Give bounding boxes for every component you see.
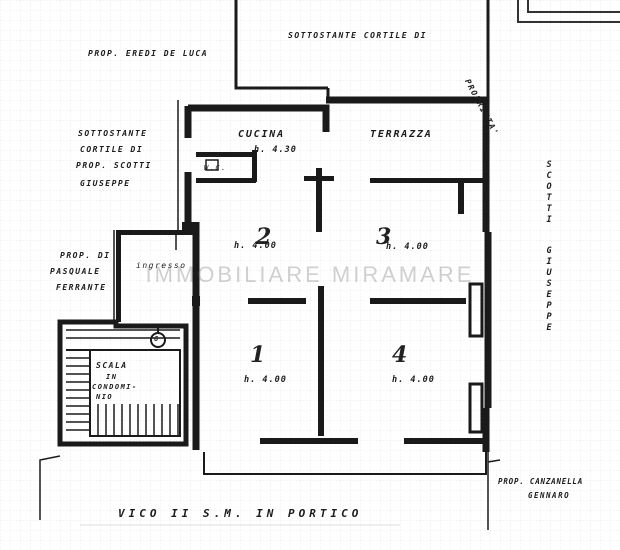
label-gennaro: GENNARO: [528, 491, 571, 500]
label-cortile-di: CORTILE DI: [80, 145, 144, 154]
room-height-1: h. 4.00: [244, 375, 287, 385]
label-pasquale: PASQUALE: [50, 267, 101, 276]
partitions: [116, 150, 486, 444]
right-plot-line: [487, 444, 501, 530]
room-number-1: 1: [250, 342, 267, 368]
bottom-perimeter: [203, 452, 487, 475]
door-marker-label: 6: [154, 335, 160, 343]
room-height-4: h. 4.00: [392, 375, 435, 385]
room-number-3: 3: [376, 224, 393, 250]
room-height-cucina: h. 4.30: [254, 145, 297, 155]
left-plot-lines: [39, 100, 179, 520]
walls: [184, 96, 492, 452]
room-label-wc: W.C.: [204, 164, 227, 172]
label-prop-di: PROP. DI: [60, 251, 111, 260]
label-prop-scotti: PROP. SCOTTI: [76, 161, 152, 170]
stair-label-scala: SCALA: [96, 361, 128, 370]
street-name: VICO II S.M. IN PORTICO: [118, 507, 363, 520]
room-number-2: 2: [256, 224, 273, 250]
stair-label-condominio: CONDOMI-: [92, 383, 138, 391]
room-number-4: 4: [392, 342, 409, 368]
room-label-cucina: CUCINA: [238, 129, 285, 140]
label-eredi-de-luca: PROP. EREDI DE LUCA: [88, 49, 209, 58]
label-courtyard-top: SOTTOSTANTE CORTILE DI: [288, 31, 427, 40]
label-prop-canzanella: PROP. CANZANELLA: [498, 477, 584, 486]
room-height-2: h. 4.00: [234, 241, 277, 251]
stair-label-condominio-2: NIO: [96, 393, 114, 401]
label-sottostante: SOTTOSTANTE: [78, 129, 148, 138]
corner-building-top-right: [517, 0, 620, 23]
watermark: IMMOBILIARE MIRAMARE: [145, 262, 475, 287]
staircase: [57, 319, 189, 447]
room-label-ingresso: ingresso: [136, 261, 187, 270]
door-marker: [150, 332, 166, 348]
stair-label-in: IN: [106, 373, 118, 381]
room-label-terrazza: TERRAZZA: [370, 129, 433, 140]
room-height-3: h. 4.00: [386, 242, 429, 252]
label-ferrante: FERRANTE: [56, 283, 107, 292]
label-giuseppe: GIUSEPPE: [80, 179, 131, 188]
